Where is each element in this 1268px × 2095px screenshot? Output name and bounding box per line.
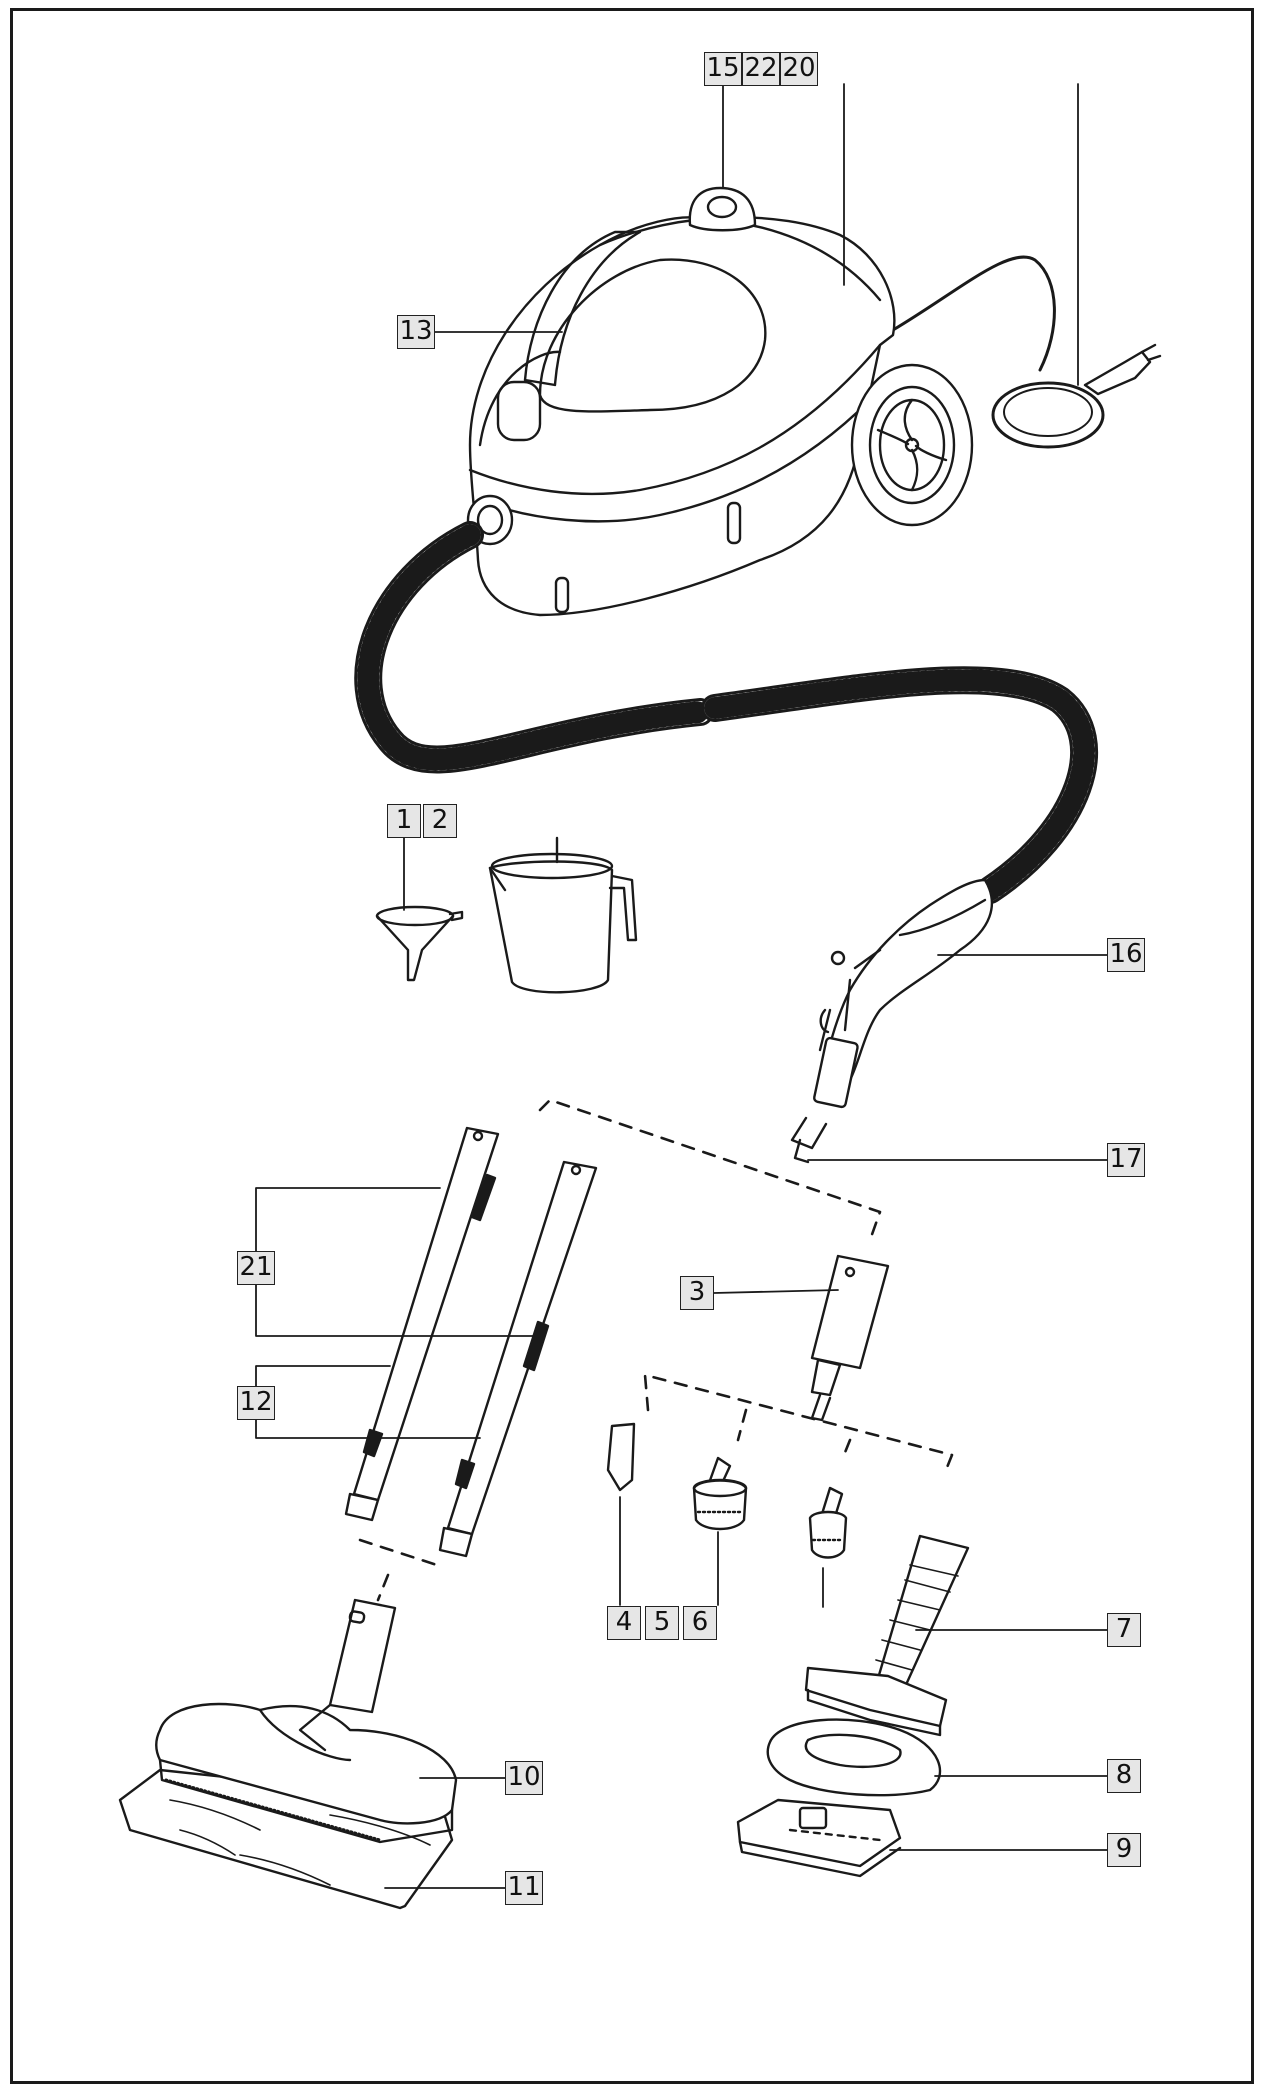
callout-22: 22 (742, 52, 780, 86)
front-button (496, 380, 542, 442)
measuring-jug (488, 836, 638, 994)
funnel (375, 905, 464, 982)
power-cord-coil (991, 381, 1105, 449)
power-plug (1083, 350, 1152, 396)
body-shell (468, 216, 896, 617)
callout-12: 12 (237, 1386, 275, 1420)
assembly-dashed-lines (358, 1098, 954, 1602)
round-brush-small (808, 1486, 848, 1559)
round-brush-large (692, 1456, 748, 1531)
adapter (810, 1254, 890, 1422)
callout-2: 2 (423, 804, 457, 838)
water-window (538, 258, 767, 413)
extension-tube-right (438, 1160, 598, 1558)
jet-nozzle (606, 1422, 636, 1492)
callout-16: 16 (1107, 938, 1145, 972)
callout-9: 9 (1107, 1833, 1141, 1867)
hand-nozzle (804, 1534, 970, 1737)
callout-1: 1 (387, 804, 421, 838)
steam-hose (354, 521, 1098, 904)
steam-gun (790, 878, 994, 1164)
callout-10: 10 (505, 1761, 543, 1795)
extension-tube-left (344, 1126, 500, 1522)
nozzle-frame (736, 1798, 902, 1878)
diagram-frame (10, 8, 1254, 2084)
callout-8: 8 (1107, 1759, 1141, 1793)
callout-21: 21 (237, 1251, 275, 1285)
floor-nozzle (118, 1598, 458, 1910)
callout-7: 7 (1107, 1613, 1141, 1647)
callout-5: 5 (645, 1606, 679, 1640)
callout-15: 15 (704, 52, 742, 86)
safety-cap (688, 186, 757, 232)
power-cord (891, 255, 1056, 372)
callout-11: 11 (505, 1871, 543, 1905)
callout-4: 4 (607, 1606, 641, 1640)
callout-17: 17 (1107, 1143, 1145, 1177)
cloth-cover (766, 1718, 942, 1797)
callout-3: 3 (680, 1276, 714, 1310)
callout-13: 13 (397, 315, 435, 349)
callout-20: 20 (780, 52, 818, 86)
steam-cleaner-unit (466, 186, 1162, 617)
callout-6: 6 (683, 1606, 717, 1640)
